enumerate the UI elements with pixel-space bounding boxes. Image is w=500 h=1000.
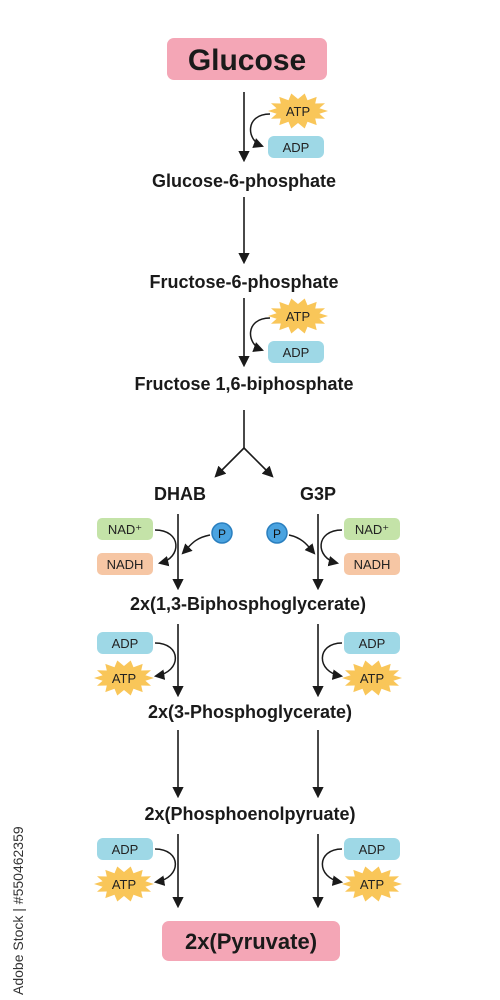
phosphate-label: P [218,527,226,541]
adp-label: ADP [283,345,310,360]
curve-atp-adp-2 [249,317,271,352]
phosphate-icon [266,522,288,544]
glucose-6-phosphate-label: Glucose-6-phosphate [152,171,336,191]
atp-label: ATP [112,671,136,686]
adp-label: ADP [359,842,386,857]
phosphoenolpyruate-label: 2x(Phosphoenolpyruate) [144,804,355,824]
adp-label: ADP [112,636,139,651]
atp-star [342,660,402,696]
fructose-1-6-biphosphate-label: Fructose 1,6-biphosphate [134,374,353,394]
adp-pill [97,632,153,654]
split-left [214,447,245,478]
dhab-label: DHAB [154,484,206,504]
glucose-label: Glucose [188,44,306,77]
curve-adp-atp-right-1 [321,642,344,680]
atp-star [268,93,328,129]
nad-label: NAD⁺ [108,522,142,537]
nadh-pill [97,553,153,575]
phosphate-label: P [273,527,281,541]
nad-pill [344,518,400,540]
fructose-6-phosphate-label: Fructose-6-phosphate [149,272,338,292]
pyruvate-label: 2x(Pyruvate) [185,929,317,954]
adp-label: ADP [283,140,310,155]
phosphoglycerate-label: 2x(3-Phosphoglycerate) [148,702,352,722]
atp-star [94,660,154,696]
biphosphoglycerate-label: 2x(1,3-Biphosphoglycerate) [130,594,366,614]
curve-nad-nadh-right [320,529,343,567]
curve-phosphate-right [288,534,316,555]
watermark-text: Adobe Stock | #550462359 [10,826,26,995]
curve-phosphate-left [181,534,211,555]
adp-pill [268,136,324,158]
atp-label: ATP [360,877,384,892]
atp-label: ATP [286,104,310,119]
adp-pill [268,341,324,363]
atp-label: ATP [112,877,136,892]
curve-atp-adp-1 [249,113,271,148]
adp-label: ADP [359,636,386,651]
nadh-label: NADH [354,557,391,572]
nad-pill [97,518,153,540]
adp-pill [344,632,400,654]
nad-label: NAD⁺ [355,522,389,537]
atp-star [268,298,328,334]
phosphate-icon [211,522,233,544]
curve-adp-atp-left-1 [153,642,177,680]
g3p-label: G3P [300,484,336,504]
nadh-label: NADH [107,557,144,572]
stock-watermark: Adobe Stock | #550462359 [8,755,28,995]
adp-pill [97,838,153,860]
nadh-pill [344,553,400,575]
curve-adp-atp-left-2 [153,848,177,886]
curve-adp-atp-right-2 [321,848,344,886]
curve-nad-nadh-left [154,529,177,567]
split-right [243,447,274,478]
atp-label: ATP [360,671,384,686]
pyruvate-box [162,921,340,961]
adp-label: ADP [112,842,139,857]
atp-star [94,866,154,902]
adp-pill [344,838,400,860]
atp-star [342,866,402,902]
glucose-box [167,38,327,80]
atp-label: ATP [286,309,310,324]
